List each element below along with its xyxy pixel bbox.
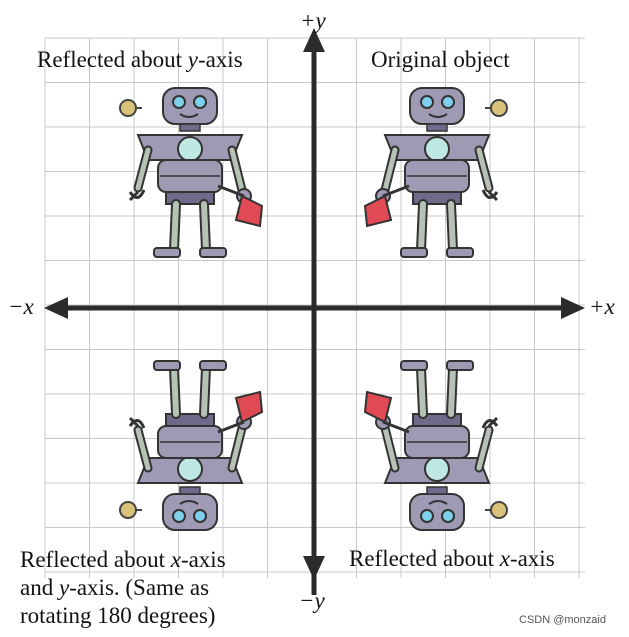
robot-reflected-x (365, 361, 507, 530)
robot-reflected-xy (120, 361, 262, 530)
label-reflected-y: Reflected about y-axis (37, 47, 243, 72)
watermark: CSDN @monzaid (519, 614, 606, 626)
pos-y-label: +y (300, 8, 326, 33)
neg-x-label: −x (8, 294, 34, 319)
x-axis-arrow-left (44, 297, 68, 319)
pos-x-label: +x (589, 294, 615, 319)
robot-original (365, 88, 507, 257)
x-axis-arrow-right (561, 297, 585, 319)
y-axis-arrow-down (303, 556, 325, 580)
robot-reflected-y (120, 88, 262, 257)
label-reflected-xy: Reflected about x-axis and y-axis. (Same… (20, 547, 226, 628)
label-original: Original object (371, 47, 510, 72)
neg-y-label: −y (299, 588, 325, 613)
label-reflected-x: Reflected about x-axis (349, 546, 555, 571)
y-axis-arrow-up (303, 28, 325, 52)
